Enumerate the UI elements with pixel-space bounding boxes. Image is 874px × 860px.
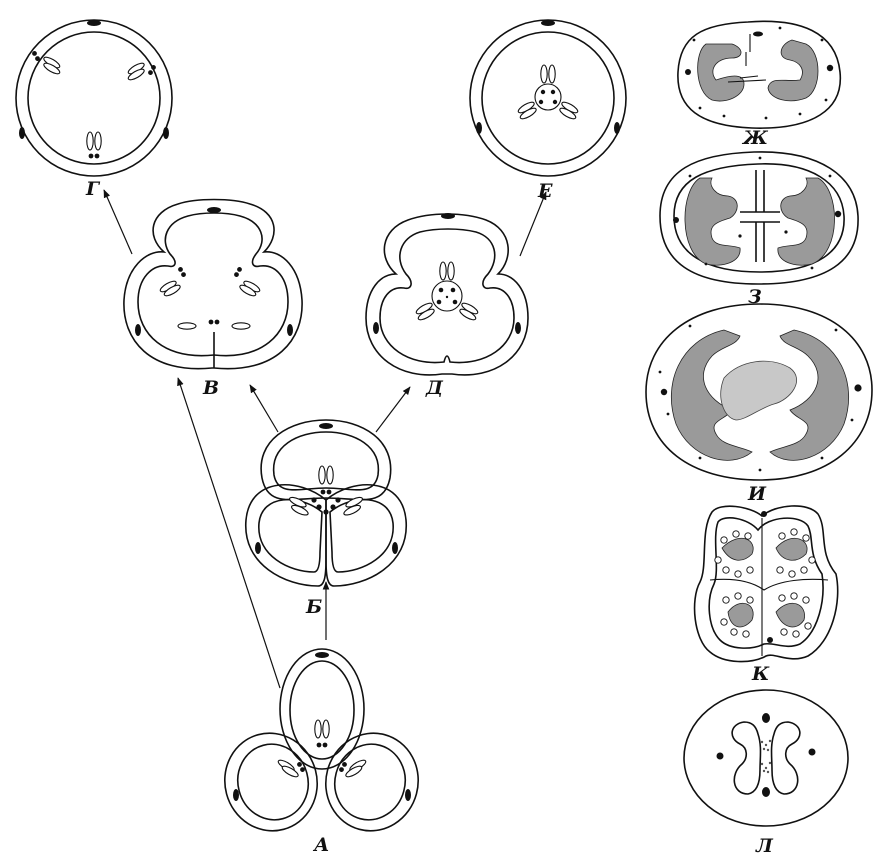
arrow-a-to-v xyxy=(178,378,280,688)
figure-e-lysicarpous: Е xyxy=(470,20,626,202)
arrow-b-to-v xyxy=(250,385,278,432)
figure-l-cross-section: Л xyxy=(684,690,848,857)
figure-g-paracarpous: Г xyxy=(16,20,172,200)
figure-z-cross-section: З xyxy=(660,152,858,308)
figure-d-lysicarpous-lobed: Д xyxy=(366,213,528,399)
label-zh: Ж xyxy=(741,127,769,149)
label-d: Д xyxy=(425,377,444,399)
label-l: Л xyxy=(755,835,774,857)
label-g: Г xyxy=(85,178,101,200)
figure-v-paracarpous-lobed: В xyxy=(124,200,302,400)
label-i: И xyxy=(747,483,767,505)
figure-zh-cross-section: Ж xyxy=(678,21,840,149)
figure-i-cross-section: И xyxy=(646,304,872,505)
evolution-arrows xyxy=(104,190,546,688)
label-e: Е xyxy=(537,180,553,202)
arrow-b-to-d xyxy=(376,387,410,432)
arrow-v-to-g xyxy=(104,190,132,254)
label-b: Б xyxy=(305,596,322,618)
label-a: А xyxy=(312,834,329,856)
figure-a-apocarpous: А xyxy=(214,649,429,856)
label-v: В xyxy=(202,377,219,399)
label-k: К xyxy=(751,663,770,685)
figure-k-cross-section: К xyxy=(695,506,838,685)
